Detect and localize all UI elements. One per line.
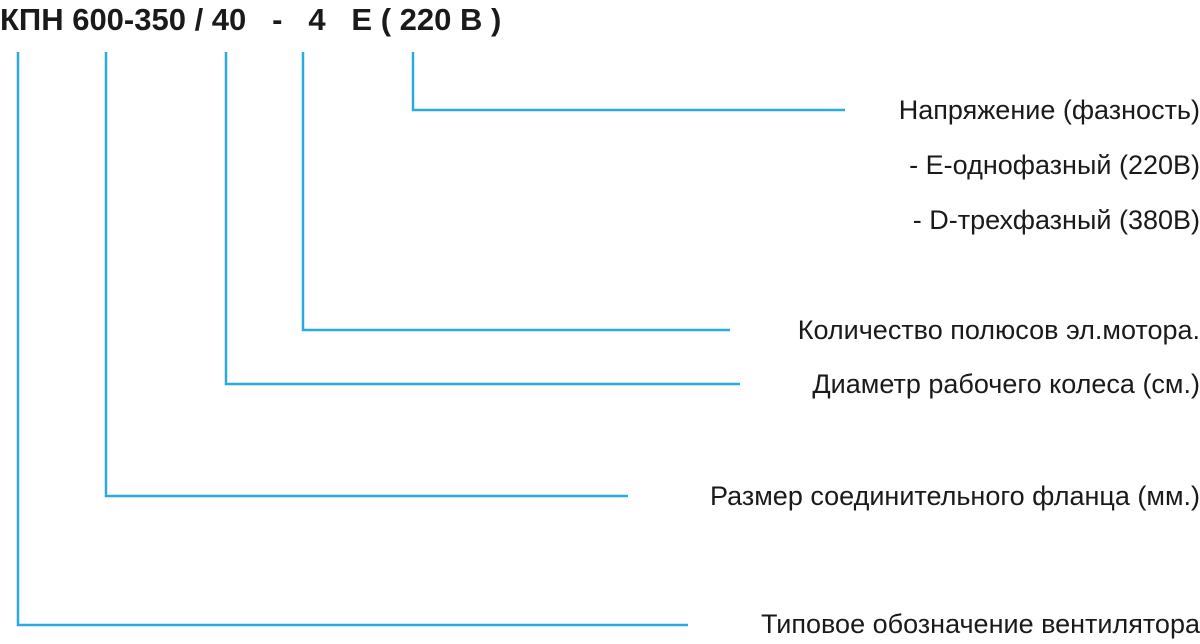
model-designation: КПН 600-350 / 40 - 4 Е ( 220 В ): [0, 2, 501, 38]
label-voltage-single-phase: - Е-однофазный (220В): [909, 150, 1200, 180]
connector-voltage: [411, 52, 845, 112]
label-diameter: Диаметр рабочего колеса (см.): [812, 369, 1200, 399]
connector-type: [16, 52, 688, 627]
connector-diameter: [224, 52, 740, 386]
label-type: Типовое обозначение вентилятора: [760, 609, 1200, 639]
code-poles: 4: [308, 2, 326, 37]
label-voltage-title: Напряжение (фазность): [898, 95, 1200, 125]
label-poles: Количество полюсов эл.мотора.: [797, 315, 1200, 345]
code-series: КПН 600-350 / 40: [0, 2, 247, 37]
code-separator: -: [272, 2, 283, 37]
connector-poles: [301, 52, 730, 332]
connector-flange: [104, 52, 628, 498]
label-voltage-three-phase: - D-трехфазный (380В): [912, 205, 1200, 235]
label-flange: Размер соединительного фланца (мм.): [710, 481, 1200, 511]
code-phase: Е ( 220 В ): [351, 2, 502, 37]
